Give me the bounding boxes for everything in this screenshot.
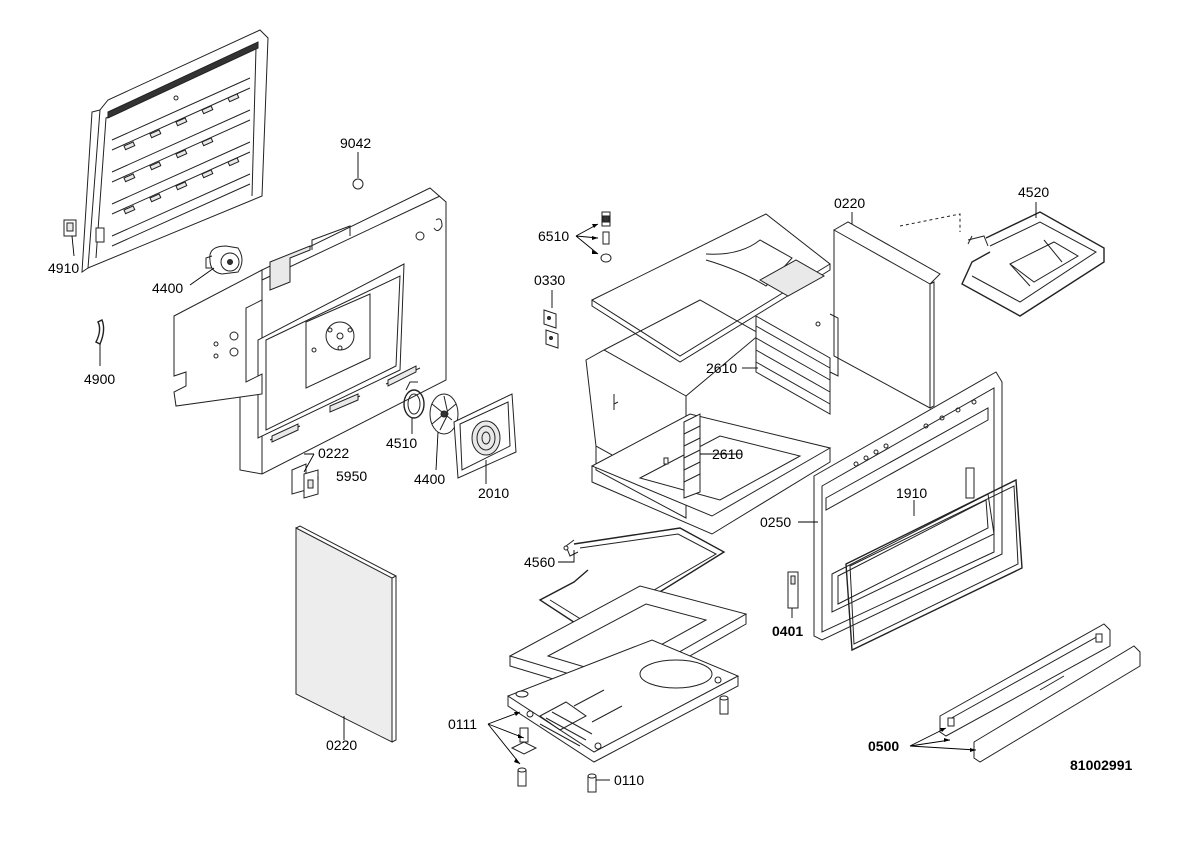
- label-2010: 2010: [478, 485, 509, 501]
- label-0250: 0250: [760, 514, 791, 530]
- label-5950: 5950: [336, 468, 367, 484]
- label-4910: 4910: [48, 260, 79, 276]
- label-4560: 4560: [524, 554, 555, 570]
- leader-lines: [71, 152, 1037, 781]
- rear-panel-0220: [833, 221, 941, 409]
- hinge-part-0401: [787, 571, 799, 609]
- hinges-0330: [543, 309, 559, 349]
- oven-door-0250: [813, 371, 1003, 641]
- label-1910: 1910: [896, 485, 927, 501]
- feet: [510, 695, 729, 793]
- coil-wire: [899, 213, 961, 232]
- label-4400-fan: 4400: [414, 471, 445, 487]
- side-plate: [173, 269, 263, 407]
- label-4510: 4510: [386, 435, 417, 451]
- hook-4900: [95, 319, 105, 345]
- label-0222: 0222: [318, 445, 349, 461]
- label-2610-left: 2610: [712, 446, 743, 462]
- cap-9042: [352, 178, 364, 190]
- label-0111: 0111: [448, 716, 477, 732]
- back-panel: [81, 29, 269, 273]
- bracket-0222-5950: [291, 463, 319, 499]
- label-9042: 9042: [340, 135, 371, 151]
- label-0220-rear: 0220: [834, 195, 865, 211]
- leader-arrowheads: [514, 224, 976, 764]
- ring-heater-4510: [403, 381, 425, 419]
- label-0500: 0500: [868, 738, 899, 754]
- top-cover: [590, 213, 831, 363]
- label-0330: 0330: [534, 272, 565, 288]
- label-4520: 4520: [1018, 184, 1049, 200]
- label-0220-side: 0220: [326, 737, 357, 753]
- oven-cavity: [585, 299, 832, 535]
- label-4900: 4900: [84, 371, 115, 387]
- base-tray: [506, 639, 740, 763]
- oven-back-wall: [239, 187, 447, 475]
- grill-element-4520: [961, 211, 1105, 317]
- label-6510: 6510: [538, 228, 569, 244]
- shelf-runner-2610-right: [755, 313, 839, 415]
- lamp-6510: [600, 211, 612, 263]
- fan-motor-4400: [205, 245, 243, 275]
- fan-wheel-4400: [429, 393, 459, 435]
- door-glass-1910: [845, 478, 1023, 652]
- label-0110: 0110: [614, 772, 644, 788]
- grille-cover-2010: [453, 393, 517, 479]
- drawing-number: 81002991: [1070, 757, 1133, 773]
- plinth-0500: [939, 623, 1141, 763]
- shelf-runner-2610-left: [683, 413, 701, 499]
- label-0401: 0401: [772, 623, 803, 639]
- label-4400-motor: 4400: [152, 280, 183, 296]
- clip-4910: [63, 219, 77, 237]
- label-2610-right: 2610: [706, 360, 737, 376]
- side-panel-0220: [295, 525, 397, 743]
